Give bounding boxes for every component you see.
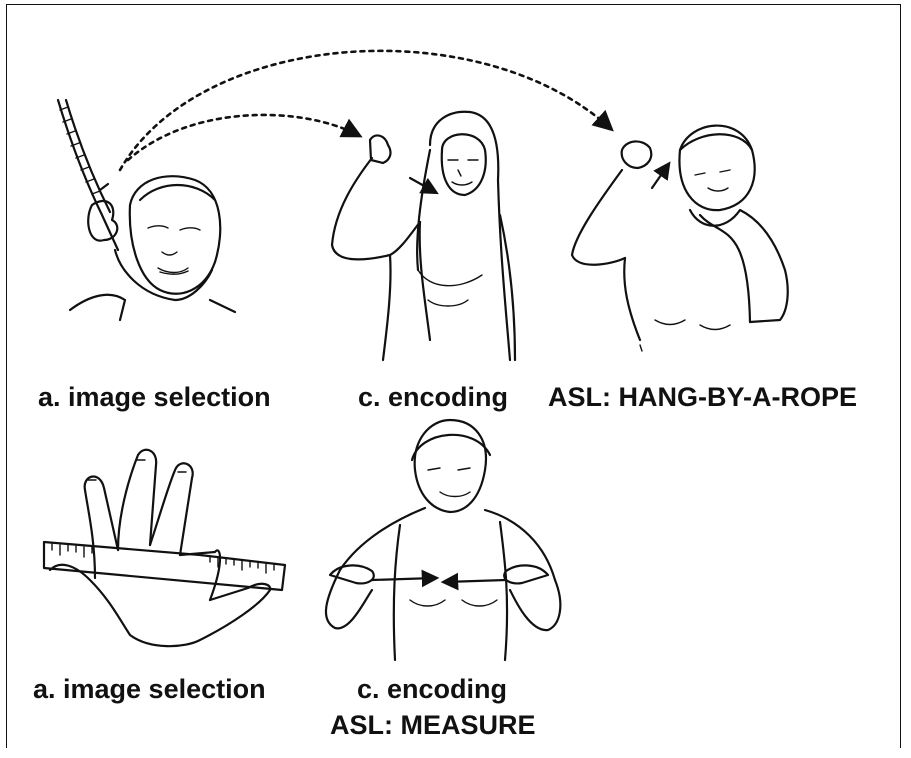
- caption-rope-asl: ASL: HANG-BY-A-ROPE: [548, 382, 857, 412]
- dashed-arrow-to-second-signer: [120, 51, 610, 170]
- signer-measure: [326, 420, 560, 660]
- caption-measure-image-selection: a. image selection: [33, 674, 266, 704]
- caption-measure-encoding: c. encoding: [357, 674, 507, 704]
- caption-rope-image-selection: a. image selection: [38, 382, 271, 412]
- caption-rope-encoding: c. encoding: [358, 382, 508, 412]
- caption-measure-asl: ASL: MEASURE: [330, 710, 536, 740]
- hand-ruler-drawing: [44, 450, 285, 646]
- signer-hang-encoding: [332, 112, 515, 360]
- signer-hang-asl: [572, 126, 788, 351]
- dashed-arrow-to-first-signer: [128, 115, 358, 160]
